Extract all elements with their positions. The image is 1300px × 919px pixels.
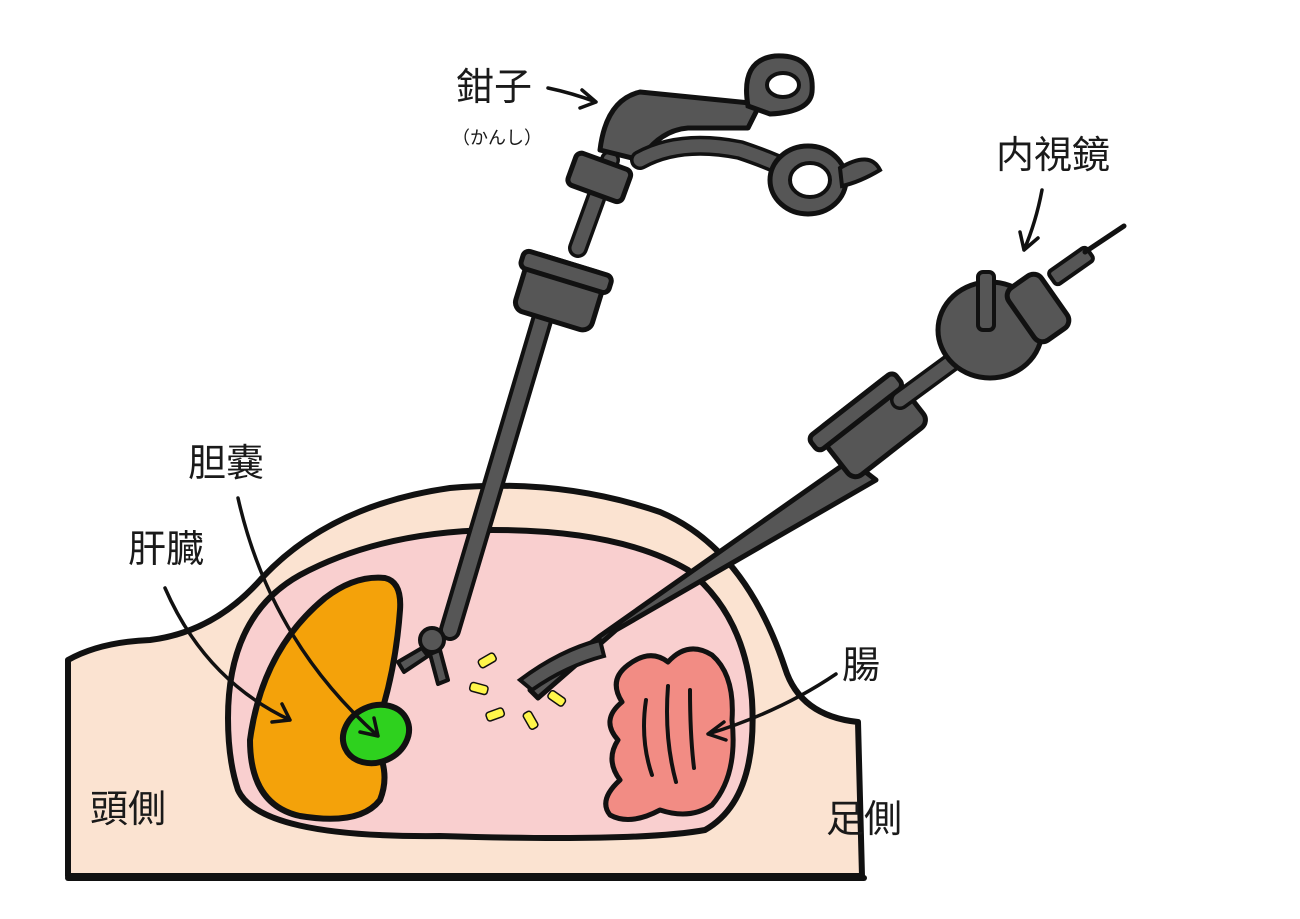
forceps-instrument	[396, 53, 883, 686]
intestine-arrow-icon	[706, 672, 838, 742]
liver-arrow-icon	[163, 586, 292, 724]
endoscope-light-icon	[468, 652, 567, 730]
intestine-label: 腸	[842, 643, 880, 687]
gallbladder-label: 胆嚢	[188, 441, 264, 485]
liver-label: 肝臓	[128, 527, 204, 571]
endoscope-arrow-icon	[1018, 188, 1044, 252]
head-side-label: 頭側	[90, 787, 166, 831]
intestine-fold-2	[665, 684, 678, 784]
intestine-organ	[603, 646, 736, 822]
forceps-arrow-icon	[546, 86, 598, 110]
gallbladder-arrow-icon	[236, 496, 380, 738]
endoscope-label: 内視鏡	[996, 133, 1110, 177]
foot-side-label: 足側	[826, 797, 902, 841]
intestine-fold-1	[642, 698, 654, 777]
forceps-label: 鉗子	[456, 65, 532, 109]
endoscope-instrument	[516, 223, 1127, 701]
forceps-reading-label: （かんし）	[452, 128, 542, 149]
intestine-fold-3	[688, 688, 696, 770]
annotation-arrows	[163, 86, 1044, 742]
